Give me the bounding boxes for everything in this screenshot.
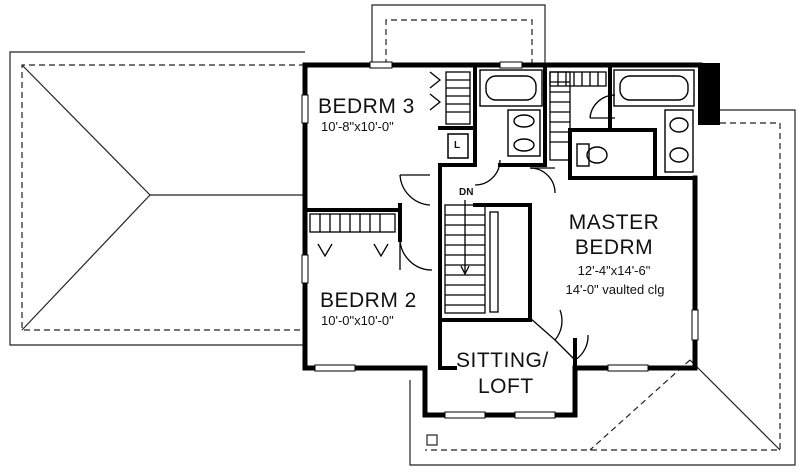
bedrm2-name: BEDRM 2 [320, 289, 417, 312]
bedrm3-name: BEDRM 3 [318, 95, 415, 118]
master-name-line1: MASTER [568, 211, 660, 234]
roof-left [9, 51, 305, 346]
stair-down-label: DN [459, 187, 474, 198]
sitting-loft-line2: LOFT [478, 375, 534, 398]
sitting-loft-line1: SITTING/ [456, 349, 549, 372]
roof-right [409, 109, 796, 466]
staircase [444, 200, 499, 314]
windows [301, 61, 699, 419]
vent-square [426, 434, 438, 446]
roof-top-dormer [371, 4, 546, 65]
laundry-label: L [454, 140, 461, 151]
master-name-line2: BEDRM [574, 236, 654, 259]
bedrm2-dims: 10'-0"x10'-0" [321, 313, 394, 328]
interior-walls [303, 63, 697, 370]
bedrm3-dims: 10'-8"x10'-0" [321, 119, 394, 134]
door-swings [399, 94, 616, 361]
closets [309, 71, 607, 258]
bath-fixtures [479, 69, 695, 173]
master-dims: 12'-4"x14'-6" [577, 263, 651, 278]
chimney [698, 63, 720, 125]
laundry-box [447, 133, 469, 159]
master-ceiling: 14'-0" vaulted clg [565, 282, 665, 297]
